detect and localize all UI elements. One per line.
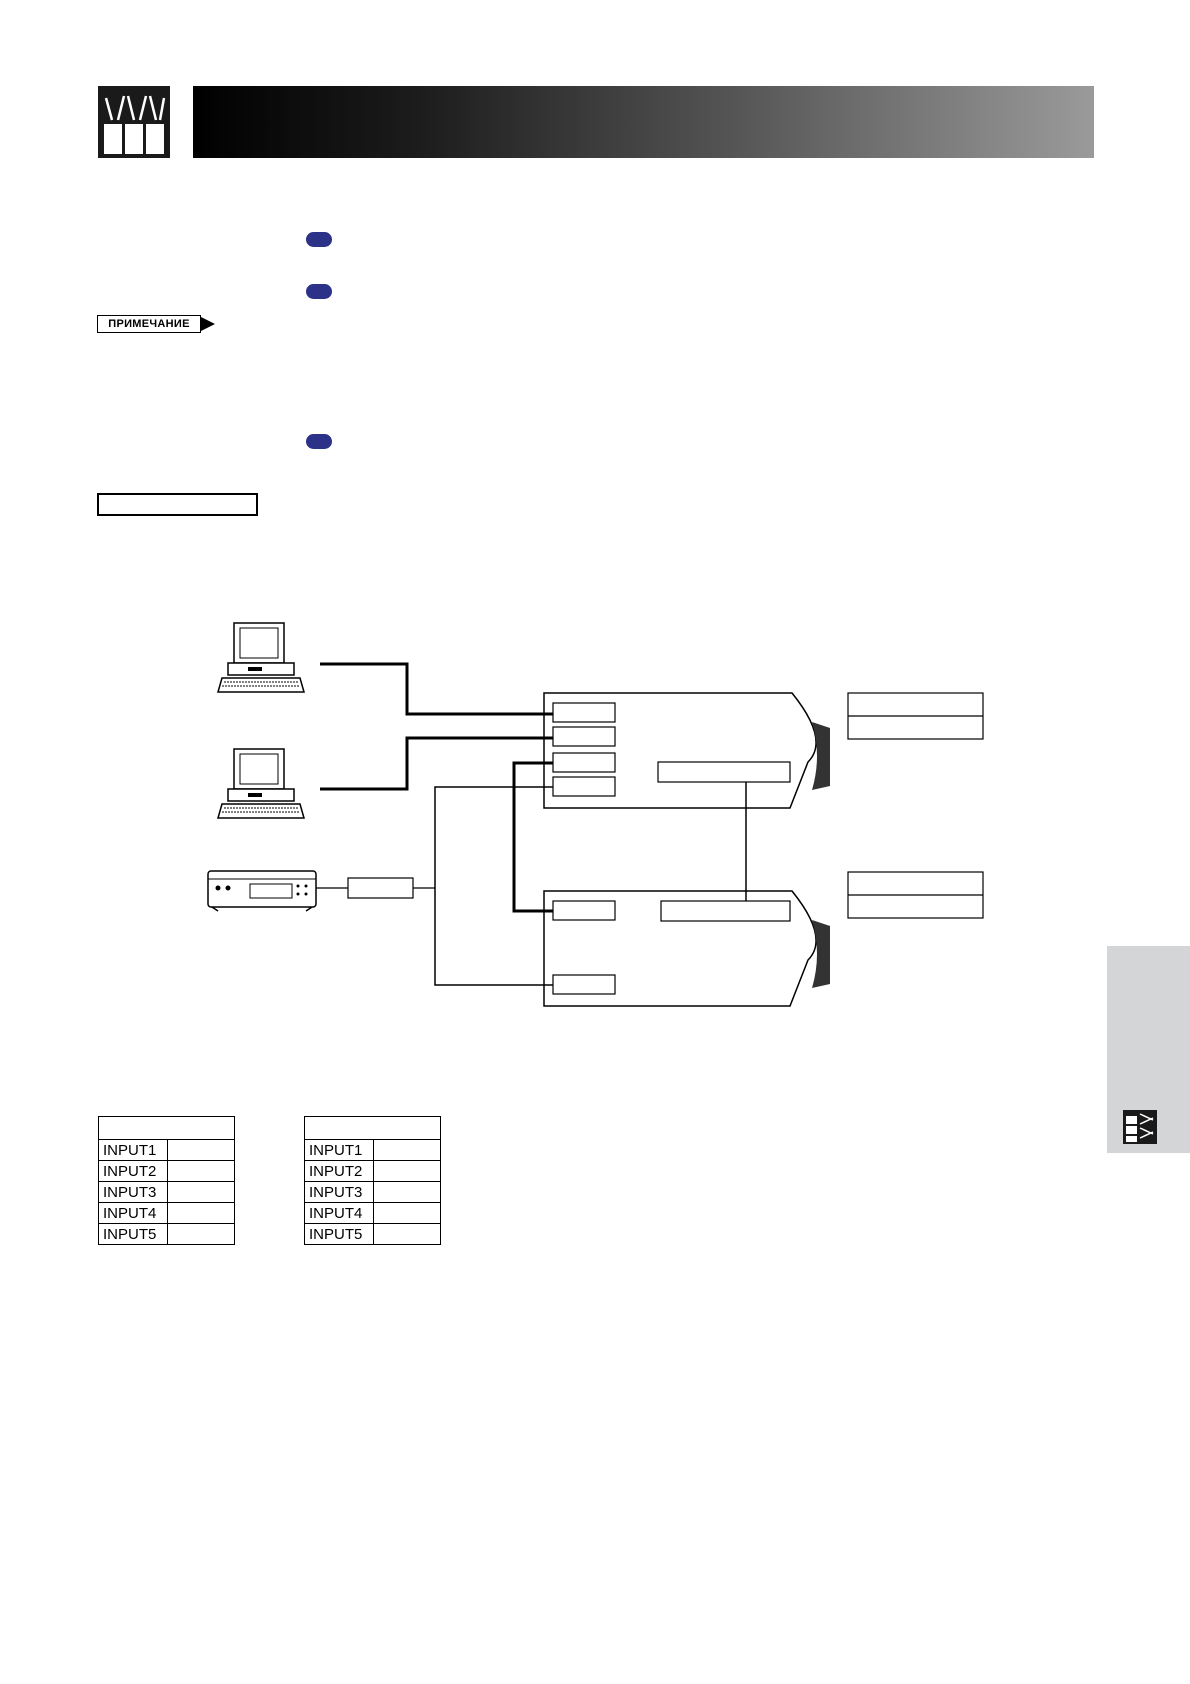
table-row: INPUT1: [304, 1139, 441, 1161]
input-value-cell: [373, 1139, 441, 1161]
projector-stack-icon: [1123, 1110, 1157, 1144]
input-label: INPUT5: [304, 1223, 374, 1245]
blue-bullet-icon: [306, 284, 332, 299]
input-value-cell: [373, 1181, 441, 1203]
input-value-cell: [167, 1223, 235, 1245]
empty-box: [97, 493, 258, 516]
table-row: INPUT5: [304, 1223, 441, 1245]
input-value-cell: [167, 1202, 235, 1224]
input-label: INPUT1: [304, 1139, 374, 1161]
table-header-row: [304, 1116, 441, 1140]
table-row: INPUT2: [98, 1160, 235, 1182]
video-player-icon: [207, 870, 317, 912]
input-label: INPUT2: [304, 1160, 374, 1182]
input-value-cell: [167, 1139, 235, 1161]
info-box: [847, 692, 984, 740]
table-header-row: [98, 1116, 235, 1140]
projector-1: [543, 692, 830, 809]
blue-bullet-icon: [306, 232, 332, 247]
table-row: INPUT1: [98, 1139, 235, 1161]
table-row: INPUT2: [304, 1160, 441, 1182]
table-header-cell: [304, 1116, 441, 1140]
cables: [316, 662, 747, 986]
computer-icon: [217, 748, 305, 819]
input-label: INPUT4: [304, 1202, 374, 1224]
input-table-1: INPUT1 INPUT2 INPUT3 INPUT4 INPUT5: [98, 1116, 235, 1245]
computer-icon: [217, 622, 305, 693]
info-box: [847, 871, 984, 919]
table-row: INPUT4: [304, 1202, 441, 1224]
input-label: INPUT1: [98, 1139, 168, 1161]
note-label: ПРИМЕЧАНИЕ: [97, 315, 217, 333]
blue-bullet-icon: [306, 434, 332, 449]
input-table-2: INPUT1 INPUT2 INPUT3 INPUT4 INPUT5: [304, 1116, 441, 1245]
header-bar: [193, 86, 1094, 158]
arrow-right-icon: [201, 317, 215, 331]
table-row: INPUT3: [304, 1181, 441, 1203]
input-value-cell: [373, 1160, 441, 1182]
input-value-cell: [167, 1160, 235, 1182]
input-label: INPUT4: [98, 1202, 168, 1224]
distributor-box: [347, 877, 414, 899]
input-value-cell: [373, 1223, 441, 1245]
input-label: INPUT3: [304, 1181, 374, 1203]
table-row: INPUT5: [98, 1223, 235, 1245]
input-value-cell: [167, 1181, 235, 1203]
input-label: INPUT3: [98, 1181, 168, 1203]
table-header-cell: [98, 1116, 235, 1140]
table-row: INPUT4: [98, 1202, 235, 1224]
projector-stack-icon: [98, 86, 170, 158]
input-value-cell: [373, 1202, 441, 1224]
table-row: INPUT3: [98, 1181, 235, 1203]
input-label: INPUT2: [98, 1160, 168, 1182]
note-label-text: ПРИМЕЧАНИЕ: [97, 315, 201, 333]
projector-2: [543, 890, 830, 1007]
input-label: INPUT5: [98, 1223, 168, 1245]
